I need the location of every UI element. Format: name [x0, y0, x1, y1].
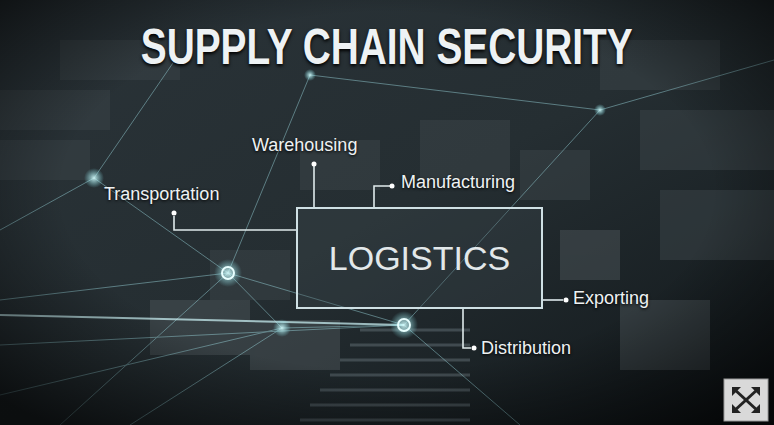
leader-label: Warehousing: [252, 135, 357, 156]
title-wrap: SUPPLY CHAIN SECURITY: [0, 18, 774, 76]
title: SUPPLY CHAIN SECURITY: [141, 18, 633, 76]
leader-label: Transportation: [104, 184, 219, 205]
box-label: LOGISTICS: [329, 239, 510, 278]
leader-label: Manufacturing: [401, 172, 515, 193]
logistics-box: LOGISTICS: [296, 207, 543, 309]
fullscreen-icon: [724, 379, 768, 421]
leader-label: Distribution: [481, 338, 571, 359]
leader-label: Exporting: [573, 288, 649, 309]
